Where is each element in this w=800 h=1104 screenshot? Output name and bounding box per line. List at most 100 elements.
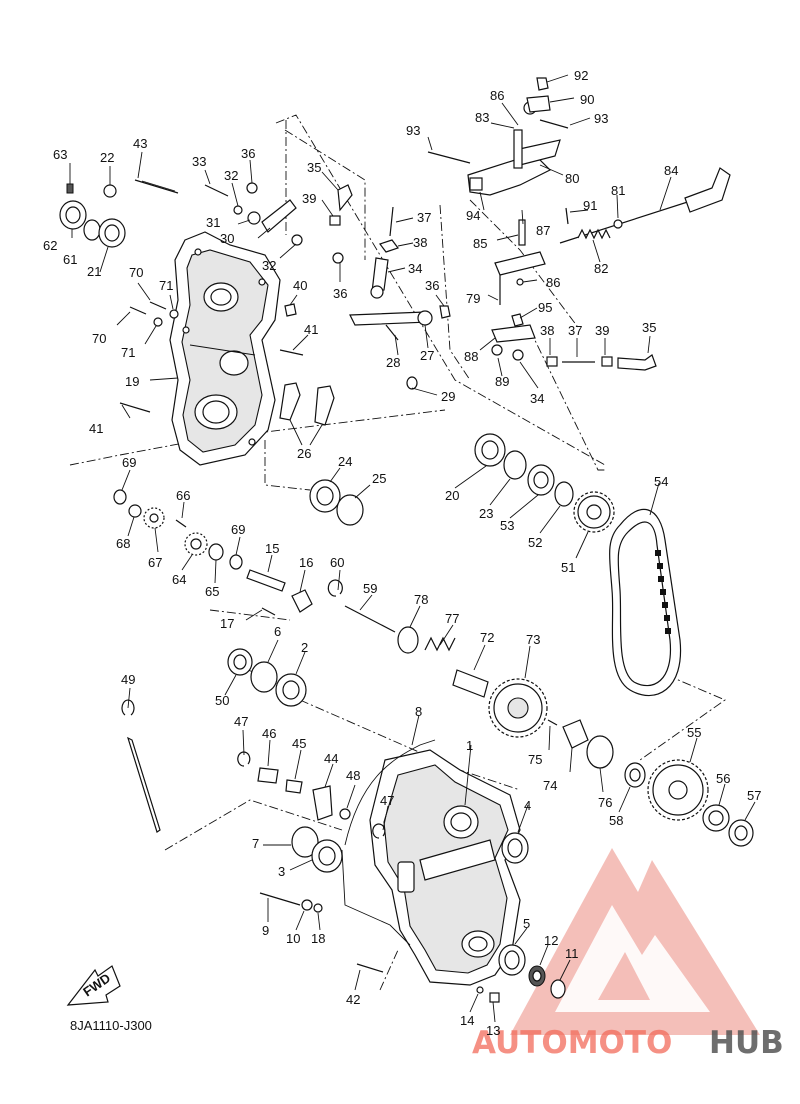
callout-94: 94 bbox=[466, 208, 480, 223]
callout-numbers: 1 2 3 4 5 6 7 8 9 10 11 12 13 14 15 16 1… bbox=[43, 68, 761, 1038]
callout-10: 10 bbox=[286, 931, 300, 946]
callout-61: 61 bbox=[63, 252, 77, 267]
main-case-1 bbox=[341, 739, 521, 986]
watermark-text-primary: AUTOMOTO bbox=[472, 1025, 672, 1061]
callout-85: 85 bbox=[473, 236, 487, 251]
callout-27: 27 bbox=[420, 348, 434, 363]
callout-6: 6 bbox=[274, 624, 281, 639]
callout-17: 17 bbox=[220, 616, 234, 631]
chain-54 bbox=[608, 508, 682, 697]
callout-72: 72 bbox=[480, 630, 494, 645]
callout-35b: 35 bbox=[642, 320, 656, 335]
callout-64: 64 bbox=[172, 572, 186, 587]
callout-38: 38 bbox=[413, 235, 427, 250]
callout-93: 93 bbox=[406, 123, 420, 138]
callout-47: 47 bbox=[234, 714, 248, 729]
callout-34: 34 bbox=[408, 261, 422, 276]
callout-33: 33 bbox=[192, 154, 206, 169]
callout-41b: 41 bbox=[89, 421, 103, 436]
callout-22: 22 bbox=[100, 150, 114, 165]
callout-39b: 39 bbox=[595, 323, 609, 338]
callout-1: 1 bbox=[466, 738, 473, 753]
callout-36c: 36 bbox=[425, 278, 439, 293]
callout-2: 2 bbox=[301, 640, 308, 655]
shafts-bolts bbox=[66, 77, 731, 1003]
callout-37b: 37 bbox=[568, 323, 582, 338]
callout-12: 12 bbox=[544, 933, 558, 948]
callout-13: 13 bbox=[486, 1023, 500, 1038]
callout-63: 63 bbox=[53, 147, 67, 162]
callout-19: 19 bbox=[125, 374, 139, 389]
callout-7: 7 bbox=[252, 836, 259, 851]
callout-14: 14 bbox=[460, 1013, 474, 1028]
callout-75: 75 bbox=[528, 752, 542, 767]
callout-48: 48 bbox=[346, 768, 360, 783]
callout-24: 24 bbox=[338, 454, 352, 469]
callout-5: 5 bbox=[523, 916, 530, 931]
callout-36b: 36 bbox=[333, 286, 347, 301]
left-cover-19 bbox=[169, 231, 281, 466]
callout-42: 42 bbox=[346, 992, 360, 1007]
callout-56: 56 bbox=[716, 771, 730, 786]
callout-70b: 70 bbox=[92, 331, 106, 346]
callout-4: 4 bbox=[524, 798, 531, 813]
callout-74: 74 bbox=[543, 778, 557, 793]
callout-91: 91 bbox=[583, 198, 597, 213]
watermark-text-secondary: HUB bbox=[709, 1025, 784, 1061]
callout-41: 41 bbox=[304, 322, 318, 337]
callout-60: 60 bbox=[330, 555, 344, 570]
drawing-code: 8JA1110-J300 bbox=[70, 1018, 152, 1033]
callout-68: 68 bbox=[116, 536, 130, 551]
callout-32b: 32 bbox=[262, 258, 276, 273]
callout-23: 23 bbox=[479, 506, 493, 521]
callout-25: 25 bbox=[372, 471, 386, 486]
callout-3: 3 bbox=[278, 864, 285, 879]
callout-35: 35 bbox=[307, 160, 321, 175]
callout-79: 79 bbox=[466, 291, 480, 306]
callout-36: 36 bbox=[241, 146, 255, 161]
callout-31: 31 bbox=[206, 215, 220, 230]
callout-95: 95 bbox=[538, 300, 552, 315]
callout-39: 39 bbox=[302, 191, 316, 206]
callout-8: 8 bbox=[415, 704, 422, 719]
callout-52: 52 bbox=[528, 535, 542, 550]
callout-34b: 34 bbox=[530, 391, 544, 406]
callout-58: 58 bbox=[609, 813, 623, 828]
callout-71: 71 bbox=[159, 278, 173, 293]
callout-86b: 86 bbox=[546, 275, 560, 290]
callout-93b: 93 bbox=[594, 111, 608, 126]
watermark: AUTOMOTO HUB bbox=[472, 848, 784, 1061]
callout-49: 49 bbox=[121, 672, 135, 687]
callout-29: 29 bbox=[441, 389, 455, 404]
callout-30: 30 bbox=[220, 231, 234, 246]
callout-70: 70 bbox=[129, 265, 143, 280]
callout-15: 15 bbox=[265, 541, 279, 556]
callout-9: 9 bbox=[262, 923, 269, 938]
callout-38b: 38 bbox=[540, 323, 554, 338]
callout-67: 67 bbox=[148, 555, 162, 570]
callout-77: 77 bbox=[445, 611, 459, 626]
callout-59: 59 bbox=[363, 581, 377, 596]
callout-89: 89 bbox=[495, 374, 509, 389]
callout-88: 88 bbox=[464, 349, 478, 364]
callout-78: 78 bbox=[414, 592, 428, 607]
callout-90: 90 bbox=[580, 92, 594, 107]
callout-71b: 71 bbox=[121, 345, 135, 360]
callout-16: 16 bbox=[299, 555, 313, 570]
callout-47b: 47 bbox=[380, 793, 394, 808]
gears bbox=[143, 491, 709, 821]
callout-86: 86 bbox=[490, 88, 504, 103]
callout-55: 55 bbox=[687, 725, 701, 740]
callout-84: 84 bbox=[664, 163, 678, 178]
callout-76: 76 bbox=[598, 795, 612, 810]
callout-40: 40 bbox=[293, 278, 307, 293]
callout-18: 18 bbox=[311, 931, 325, 946]
callout-69b: 69 bbox=[231, 522, 245, 537]
callout-51: 51 bbox=[561, 560, 575, 575]
callout-80: 80 bbox=[565, 171, 579, 186]
callout-65: 65 bbox=[205, 584, 219, 599]
leader-lines bbox=[69, 74, 756, 1023]
callout-87: 87 bbox=[536, 223, 550, 238]
callout-92: 92 bbox=[574, 68, 588, 83]
